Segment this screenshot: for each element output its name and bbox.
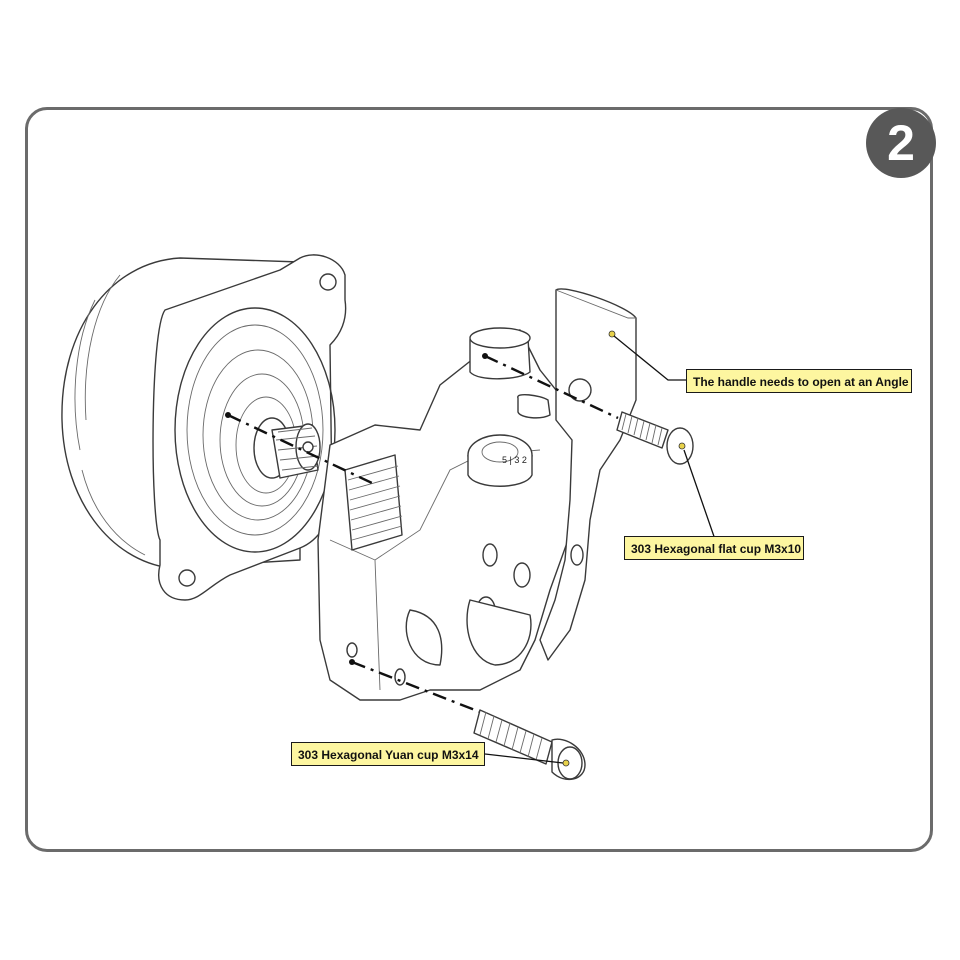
callout-yuan-cup-screw: 303 Hexagonal Yuan cup M3x14 [291,742,485,766]
handle-leader-line [613,335,686,381]
flat-cup-screw-m3x10 [616,411,694,465]
step-number-badge: 2 [866,108,936,178]
button-cup-screw-m3x14 [473,709,586,781]
top-screw-axis-line [484,354,619,420]
bottom-screw-axis-line [351,660,481,714]
tension-handle [517,288,637,661]
gear-marking: 5 | 3 2 [502,455,527,465]
flat-cup-leader-line [624,449,719,549]
yuan-cup-leader-line [484,753,564,764]
callout-handle-angle: The handle needs to open at an Angle [686,369,912,393]
stepper-motor [61,254,347,601]
extruder-body [317,327,576,701]
callout-flat-cup-screw: 303 Hexagonal flat cup M3x10 [624,536,804,560]
motor-axis-line [227,413,373,485]
